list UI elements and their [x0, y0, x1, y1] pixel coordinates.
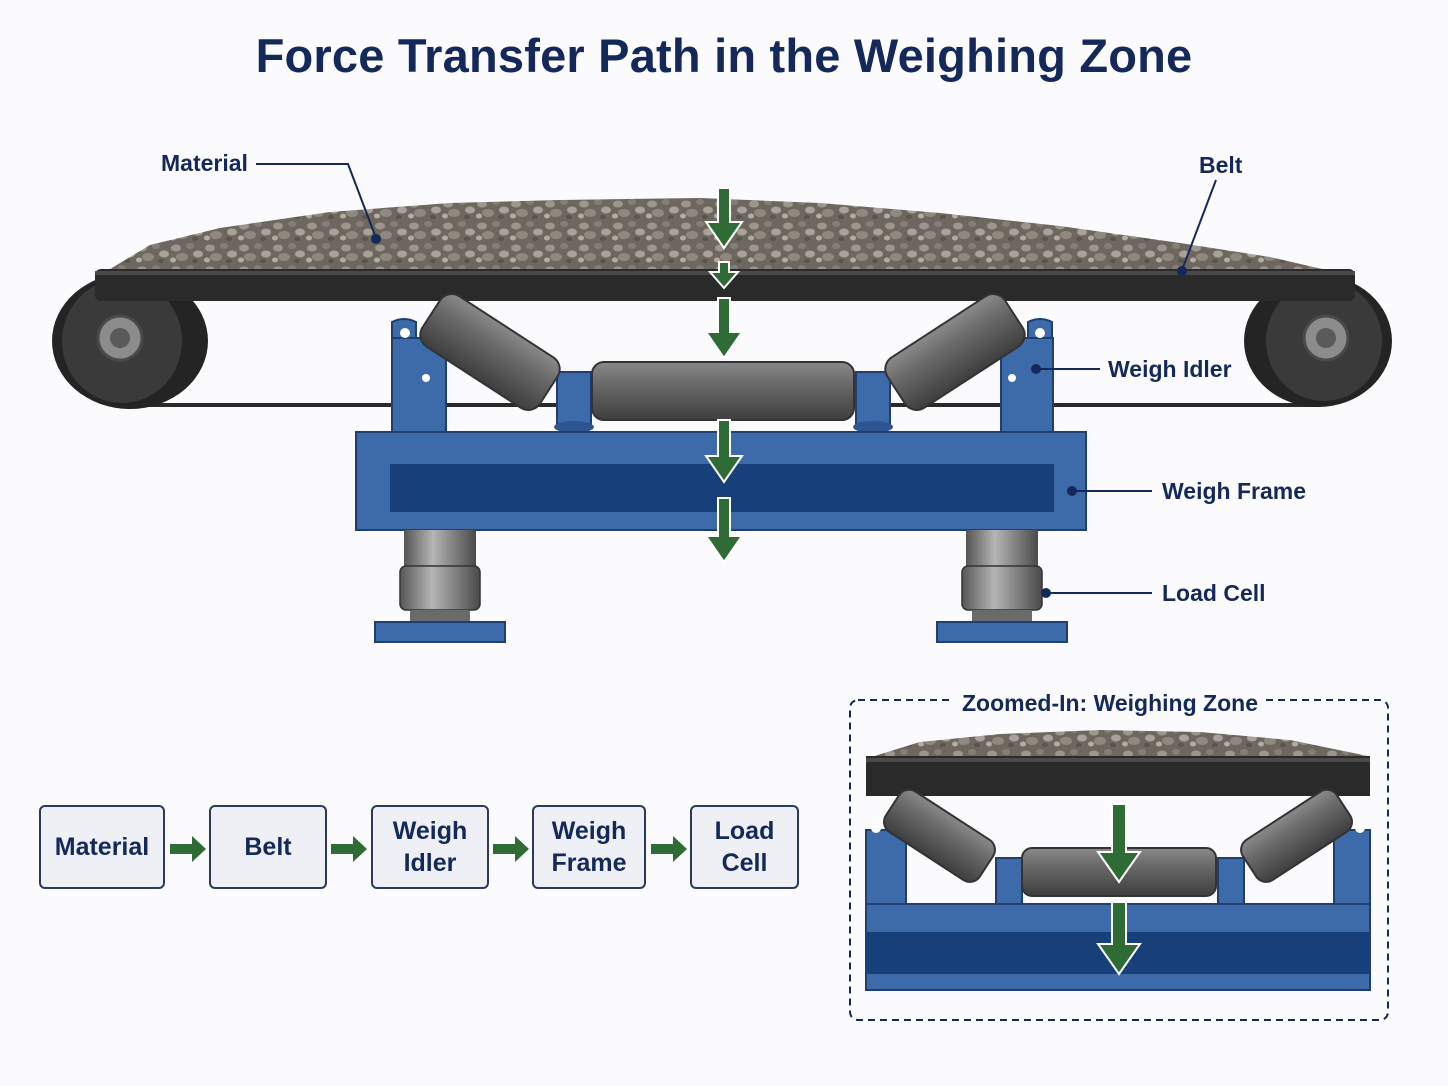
center-bracket-left — [556, 371, 592, 425]
center-bracket-right — [855, 371, 891, 425]
force-arrows — [704, 187, 744, 564]
right-load-cell — [936, 530, 1068, 643]
force-arrow-3 — [704, 297, 744, 360]
center-weigh-idler — [591, 361, 855, 421]
page-title: Force Transfer Path in the Weighing Zone — [255, 29, 1193, 82]
flow-box-belt: Belt — [209, 805, 327, 889]
label-weigh-frame: Weigh Frame — [1162, 478, 1306, 504]
label-weigh-idler: Weigh Idler — [1108, 356, 1232, 382]
force-arrow-1 — [704, 187, 744, 250]
flow-box-weigh-idler: Weigh Idler — [371, 805, 489, 889]
force-arrow-5 — [704, 497, 744, 564]
label-material: Material — [161, 150, 248, 176]
label-belt: Belt — [1199, 152, 1243, 178]
force-arrow-2 — [707, 261, 741, 290]
right-pulley — [1244, 275, 1392, 407]
zoom-frame — [849, 699, 1389, 1021]
zoom-scene — [865, 730, 1371, 991]
flow-arrows — [170, 836, 687, 862]
label-load-cell: Load Cell — [1162, 580, 1266, 606]
force-arrow-4 — [704, 419, 744, 484]
left-wing-idler — [419, 293, 561, 411]
flow-box-material: Material — [39, 805, 165, 889]
right-wing-idler — [884, 293, 1026, 411]
left-load-cell — [374, 530, 506, 643]
material-leader — [256, 163, 377, 239]
flow-box-load-cell: Load Cell — [690, 805, 799, 889]
belt-leader — [1181, 179, 1217, 271]
zoom-title: Zoomed-In: Weighing Zone — [954, 690, 1266, 717]
left-pulley — [52, 273, 208, 409]
right-idler-post — [1000, 337, 1054, 433]
flow-box-weigh-frame: Weigh Frame — [532, 805, 646, 889]
